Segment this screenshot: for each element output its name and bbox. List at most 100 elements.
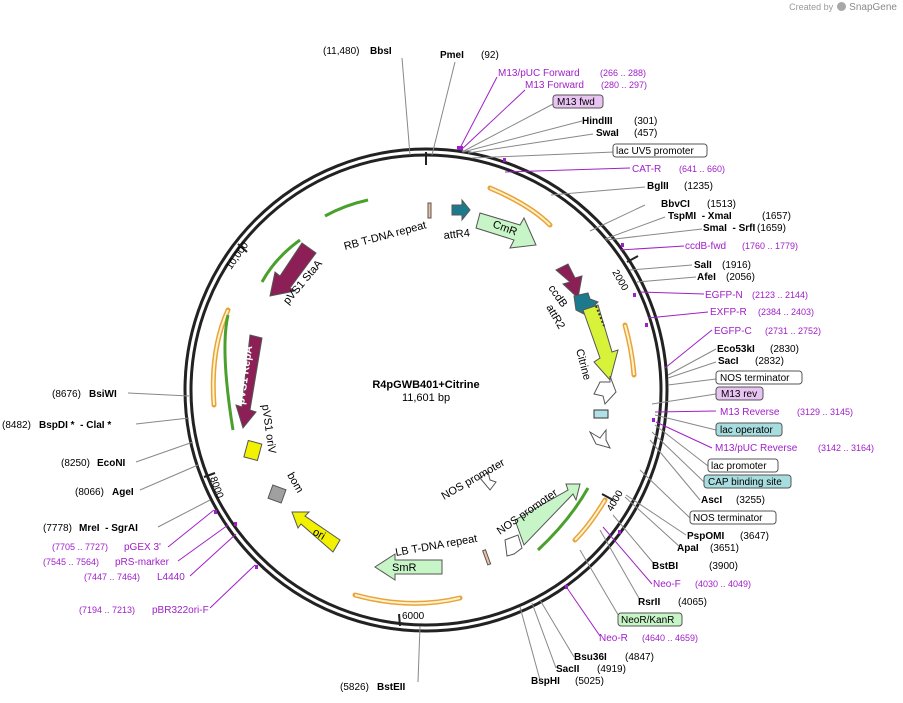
left-site-labels: (11,480) BbsI (8676) BsiWI (8482) BspDI … (2, 46, 406, 693)
feature-nos-promoter-4-arrow (504, 534, 523, 557)
leader-mrei (157, 499, 211, 528)
primer-l4440-coord: (7447 .. 7464) (84, 572, 140, 582)
leader-bspdi (135, 417, 190, 425)
feature-pvs1-oriv-box (243, 439, 263, 462)
feature-bom-box (267, 484, 287, 504)
site-bstbi: BstBI (652, 561, 678, 572)
label-ori: ori (311, 526, 328, 543)
leader-nos-term-1 (667, 378, 717, 386)
primer-neo-r: Neo-R (599, 633, 628, 644)
leader-neo-f (602, 526, 653, 585)
site-swai-coord: (457) (634, 128, 657, 139)
site-apai: ApaI (677, 543, 699, 554)
primer-mark-l4440 (234, 522, 237, 526)
green-arc-4 (536, 487, 590, 552)
primer-l4440: L4440 (157, 572, 185, 583)
site-rsrii: RsrII (638, 597, 660, 608)
site-econi: EcoNI (97, 458, 126, 469)
site-bbsi: BbsI (370, 46, 392, 57)
credit-prefix: Created by (789, 2, 834, 12)
leader-egfp-c (664, 329, 713, 369)
box-lac-uv5 (612, 143, 708, 158)
site-bbsi-coord: (11,480) (323, 46, 360, 57)
tick-marks (203, 152, 639, 627)
site-sali: SalI (694, 260, 712, 271)
leader-afei (636, 276, 697, 283)
leader-saci (667, 361, 717, 379)
leader-bsteii (417, 625, 421, 683)
box-lac-uv5-label: lac UV5 promoter (616, 146, 694, 157)
site-agei-coord: (8066) (75, 487, 104, 498)
leader-m13-puc-reverse (655, 421, 713, 449)
leader-lac-promoter (654, 424, 709, 467)
label-lb-repeat: LB T-DNA repeat (394, 533, 478, 559)
box-lac-promoter-label: lac promoter (711, 461, 767, 472)
leader-swai (467, 133, 594, 154)
label-smr: SmR (392, 562, 417, 574)
primer-m13-puc-forward-coord: (266 .. 288) (600, 68, 646, 78)
site-saci-coord: (2832) (755, 356, 784, 367)
site-apai-coord: (3651) (710, 543, 739, 554)
site-econi-coord: (8250) (61, 458, 90, 469)
primer-mark-m13rev (652, 418, 655, 422)
leader-lac-uv5 (471, 151, 615, 159)
leader-smai (605, 228, 703, 241)
primer-m13-puc-reverse: M13/pUC Reverse (715, 443, 798, 454)
site-smai-srfi: SmaI - SrfI (703, 223, 755, 234)
site-bsu36i: Bsu36I (574, 652, 607, 663)
primer-exfp-r-coord: (2384 .. 2403) (758, 307, 814, 317)
feature-nos-promoter-big-arrow (514, 483, 581, 546)
primer-mark-ccdb (621, 243, 624, 247)
tick-8000 (203, 472, 216, 478)
label-bom: bom (284, 471, 305, 496)
feature-nos-promoter-2-arrow (588, 428, 611, 449)
primer-mark-pgex (214, 510, 217, 514)
plasmid-size: 11,601 bp (402, 392, 450, 404)
leader-bsphi (519, 606, 541, 681)
primer-m13-forward-coord: (280 .. 297) (601, 80, 647, 90)
primer-egfp-n-coord: (2123 .. 2144) (752, 290, 808, 300)
leader-sali (629, 264, 693, 271)
green-arcs (223, 198, 590, 552)
feature-pvs1-repa-arrow (235, 334, 263, 430)
feature-ccdb-arrow (555, 263, 583, 299)
primer-ccdb-fwd-coord: (1760 .. 1779) (742, 241, 798, 251)
site-rsrii-coord: (4065) (678, 597, 707, 608)
box-m13-rev-label: M13 rev (721, 389, 757, 400)
label-attr4: attR4 (443, 227, 470, 242)
leader-lines (127, 57, 717, 683)
leader-m13-fwd (461, 102, 556, 153)
primer-m13-forward: M13 Forward (525, 80, 584, 91)
leader-bstbi (612, 514, 656, 566)
snapgene-credit: Created by SnapGene (789, 2, 897, 13)
site-bbvci-coord: (1513) (707, 199, 736, 210)
right-site-labels: PmeI (92) M13/pUC Forward (266 .. 288) M… (440, 50, 874, 687)
leader-bsu36i (539, 599, 575, 658)
feature-attr2-dashes (595, 305, 605, 327)
leader-pgex3 (167, 509, 215, 548)
leader-apai (624, 496, 681, 548)
site-hindiii: HindIII (582, 116, 613, 127)
leader-cat-r (504, 167, 631, 173)
site-eco53ki-coord: (2830) (770, 344, 799, 355)
box-m13-fwd (552, 94, 604, 109)
leader-tspmi (604, 216, 666, 240)
primer-mark-cat (503, 158, 506, 162)
leader-m13-reverse (654, 410, 717, 413)
primer-neo-f: Neo-F (653, 579, 681, 590)
primer-mark-m13 (457, 146, 463, 150)
leader-sacii (531, 602, 557, 669)
primer-mark-exfp (645, 323, 648, 327)
primer-exfp-r: EXFP-R (710, 307, 747, 318)
primer-m13-reverse-coord: (3129 .. 3145) (797, 407, 853, 417)
leader-m13-puc-forward (458, 76, 498, 151)
site-sacii: SacII (556, 664, 580, 675)
site-tspmi-coord: (1657) (762, 211, 791, 222)
box-neor-kanr (617, 612, 683, 627)
site-eco53ki: Eco53kI (717, 344, 755, 355)
orange-arc-4-inner (354, 594, 461, 605)
site-afei-coord: (2056) (726, 272, 755, 283)
feature-ori-arrow (291, 511, 341, 553)
leader-bbsi (401, 57, 411, 156)
leader-eco53ki (667, 348, 717, 376)
